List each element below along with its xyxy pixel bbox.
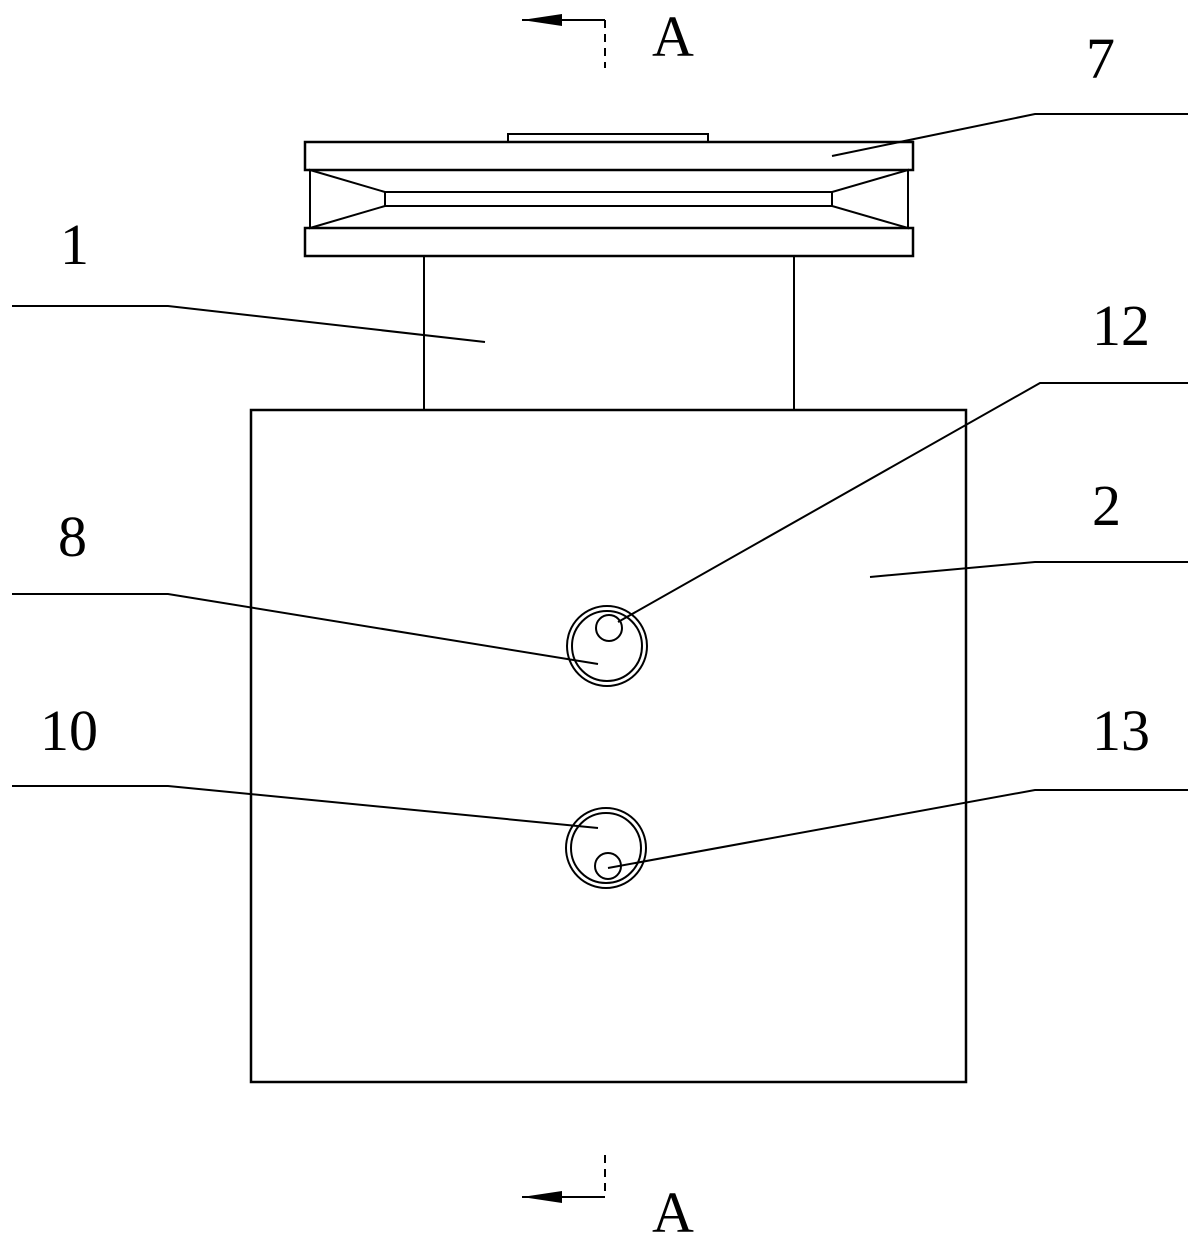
- lower-hole-inner-ring: [570, 812, 642, 884]
- leader-line-hole-upper: [12, 593, 599, 665]
- section-marker-bottom-arrowhead: [522, 1191, 562, 1203]
- pulley-bottom-flange: [303, 226, 915, 258]
- pulley: [303, 133, 915, 258]
- leader-line-hole-lower: [12, 785, 599, 829]
- lower-hole-outer-ring: [565, 807, 647, 889]
- label-hole-lower: 10: [40, 698, 98, 763]
- section-marker-top-arrowhead: [522, 14, 562, 26]
- shaft-housing: [423, 256, 795, 410]
- leader-lines: [12, 113, 1188, 869]
- label-hole-upper-inner: 12: [1092, 293, 1150, 358]
- pulley-groove-core: [384, 191, 833, 207]
- label-hole-upper: 8: [58, 504, 87, 569]
- lower-hole: [565, 807, 647, 889]
- leader-line-main-body: [869, 561, 1188, 578]
- section-marker-bottom-label: A: [652, 1180, 694, 1245]
- leader-line-hole-upper-inner: [617, 382, 1188, 623]
- pulley-groove-right: [831, 168, 909, 230]
- section-marker-bottom: A: [522, 1155, 694, 1245]
- upper-hole-pin: [595, 614, 623, 642]
- label-shaft-housing: 1: [60, 212, 89, 277]
- pulley-groove-left: [309, 168, 386, 230]
- upper-hole: [566, 605, 648, 687]
- upper-hole-inner-ring: [571, 610, 643, 682]
- label-hole-lower-inner: 13: [1092, 698, 1150, 763]
- label-pulley: 7: [1086, 26, 1115, 91]
- leader-line-shaft-housing: [12, 305, 486, 343]
- leader-line-pulley: [831, 113, 1188, 157]
- section-marker-top-label: A: [652, 4, 694, 69]
- section-marker-top: A: [522, 4, 694, 69]
- label-main-body: 2: [1092, 473, 1121, 538]
- leader-line-hole-lower-inner: [607, 789, 1188, 869]
- upper-hole-outer-ring: [566, 605, 648, 687]
- pulley-top-flange: [303, 140, 915, 172]
- main-body: [249, 408, 968, 1084]
